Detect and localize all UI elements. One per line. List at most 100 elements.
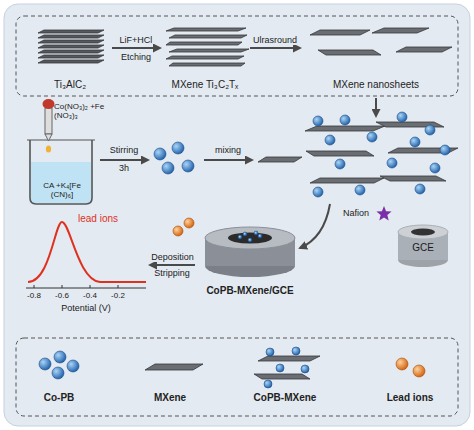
node-label: CoPB-MXene/GCE bbox=[206, 285, 293, 297]
copb-particle bbox=[258, 234, 262, 238]
legend-panel bbox=[16, 338, 458, 416]
copb-particle bbox=[410, 137, 420, 147]
mxene-sheet bbox=[38, 40, 104, 43]
stirring-arrow bbox=[100, 159, 148, 161]
copb-particle bbox=[254, 231, 258, 235]
mxene-sheet bbox=[310, 178, 384, 183]
step-label: Etching bbox=[121, 52, 151, 62]
particles-and-sheets bbox=[38, 28, 458, 388]
down-arrow bbox=[375, 98, 377, 116]
lead-ion bbox=[184, 218, 194, 228]
process-arrow bbox=[112, 47, 160, 49]
copb-particle bbox=[266, 348, 274, 356]
legend-label: MXene bbox=[154, 392, 186, 404]
mxene-sheet bbox=[310, 30, 370, 35]
copb-particle bbox=[243, 232, 247, 236]
beaker-rim bbox=[27, 139, 95, 140]
legend-label: CoPB-MXene bbox=[254, 392, 317, 404]
step-label: mixing bbox=[215, 145, 241, 155]
copb-particle bbox=[313, 187, 323, 197]
gce-top bbox=[398, 225, 448, 239]
copb-particle bbox=[301, 365, 309, 373]
mxene-sheet bbox=[396, 47, 452, 52]
figure-node: Ti₃AlC₂ bbox=[28, 26, 112, 90]
legend-label: Lead ions bbox=[387, 392, 434, 404]
mxene-sheet bbox=[38, 45, 104, 48]
copb-particle bbox=[248, 238, 252, 242]
tick-label: -0.2 bbox=[111, 291, 125, 300]
copb-particle bbox=[335, 159, 345, 169]
node-label: MXene Ti₃C₂Tₓ bbox=[172, 79, 239, 91]
copb-particle bbox=[367, 132, 377, 142]
copb-particle bbox=[52, 367, 64, 379]
dropper bbox=[45, 108, 52, 134]
step-label: Potential (V) bbox=[61, 303, 111, 313]
copb-particle bbox=[264, 380, 272, 388]
mixing-arrow bbox=[204, 159, 252, 161]
copb-particle bbox=[430, 163, 440, 173]
figure-node: MXene nanosheets bbox=[300, 26, 452, 90]
mxene-sheet bbox=[169, 49, 249, 52]
mxene-sheet bbox=[38, 55, 104, 58]
dropper-tip bbox=[45, 134, 52, 141]
mxene-sheet bbox=[258, 157, 302, 162]
step-label: 3h bbox=[119, 163, 129, 173]
tick-label: -0.8 bbox=[27, 291, 41, 300]
nafion-arrow bbox=[300, 204, 330, 248]
edge-label: Deposition bbox=[150, 252, 195, 262]
copb-particle bbox=[325, 135, 335, 145]
copb-particle bbox=[182, 160, 194, 172]
copb-particle bbox=[162, 162, 174, 174]
copb-particle bbox=[67, 360, 79, 372]
dropper-bulb bbox=[43, 99, 55, 109]
copb-particle bbox=[39, 358, 51, 370]
copb-particle bbox=[397, 112, 407, 122]
mxene-sheet bbox=[169, 63, 245, 66]
step-label: Nafion bbox=[343, 208, 369, 218]
copb-particle bbox=[154, 148, 166, 160]
electrode-disc bbox=[228, 233, 272, 244]
process-arrow bbox=[250, 47, 300, 49]
mxene-sheet bbox=[169, 35, 247, 38]
axis-ticks bbox=[34, 285, 118, 288]
mxene-sheet bbox=[376, 122, 444, 127]
dashed-panel bbox=[16, 16, 458, 96]
drop bbox=[46, 145, 51, 152]
node-label: CA +K₄[Fe (CN)₆] bbox=[31, 181, 93, 199]
figure-node: lead ions bbox=[22, 205, 150, 275]
copb-particle bbox=[172, 142, 184, 154]
edge-label: Ulrasround bbox=[252, 35, 298, 45]
mxene-sheet bbox=[38, 50, 104, 53]
node-label: Ti₃AlC₂ bbox=[54, 79, 86, 91]
figure-node: GCE bbox=[398, 238, 448, 258]
figure-node: CoPB-MXene/GCE bbox=[195, 222, 305, 296]
tick-label: -0.6 bbox=[55, 291, 69, 300]
potential-axis bbox=[26, 288, 146, 289]
copb-particle bbox=[387, 158, 397, 168]
copb-particle bbox=[440, 145, 450, 155]
mxene-sheet bbox=[254, 374, 310, 379]
mxene-sheet bbox=[305, 126, 385, 131]
mxene-sheet bbox=[306, 151, 374, 156]
node-label: lead ions bbox=[78, 213, 118, 225]
copb-particle bbox=[54, 351, 66, 363]
legend-label: Co-PB bbox=[44, 392, 75, 404]
node-label: MXene nanosheets bbox=[333, 79, 419, 91]
process-arrow bbox=[150, 264, 195, 266]
background-panel bbox=[4, 4, 470, 426]
copb-particle bbox=[292, 347, 300, 355]
tick-label: -0.4 bbox=[83, 291, 97, 300]
mxene-sheet bbox=[38, 35, 104, 38]
mxene-sheet bbox=[38, 30, 104, 33]
mxene-sheet bbox=[380, 176, 446, 181]
stripping-peak bbox=[28, 222, 146, 282]
gce-disc bbox=[411, 229, 435, 236]
figure-node: Co(NO₃)₂ +Fe (NO₃)₃CA +K₄[Fe (CN)₆] bbox=[26, 102, 114, 202]
lead-ion bbox=[413, 365, 425, 377]
nafion-star bbox=[376, 206, 391, 220]
mxene-sheet bbox=[166, 56, 244, 59]
copb-particle bbox=[313, 116, 323, 126]
